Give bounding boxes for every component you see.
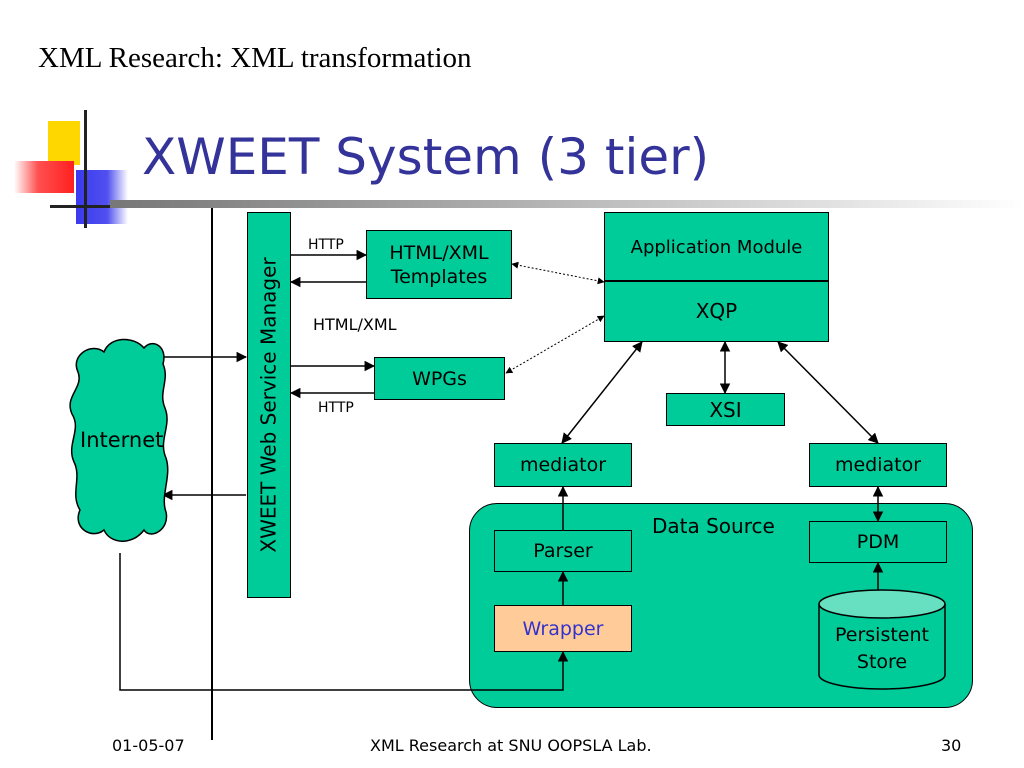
data-source-label: Data Source [652, 514, 775, 538]
footer-date: 01-05-07 [112, 736, 185, 755]
title-decoration-vertical-line [84, 110, 87, 228]
title-underline-rule [110, 200, 1024, 208]
arrow-internet-to-wrapper [119, 553, 569, 691]
mediator-right-label: mediator [834, 454, 922, 476]
parser-box: Parser [494, 530, 632, 572]
footer-page-number: 30 [941, 736, 962, 755]
persistent-store-label: Persistent Store [835, 624, 929, 673]
application-module-label: Application Module [630, 237, 803, 258]
html-xml-templates-box: HTML/XML Templates [366, 230, 512, 299]
mediator-right-box: mediator [809, 443, 947, 487]
wrapper-label: Wrapper [522, 617, 604, 640]
application-module-divider [605, 280, 828, 282]
arrow-xqp-mediator-left [561, 341, 643, 444]
http-label-top: HTTP [308, 237, 344, 253]
wpgs-box: WPGs [374, 357, 505, 400]
dotted-wpgs-app [505, 315, 605, 374]
internet-label: Internet [80, 428, 164, 452]
web-service-manager-label: XWEET Web Service Manager [257, 257, 282, 553]
persistent-store-top [818, 589, 946, 619]
arrow-xqp-mediator-right [777, 341, 879, 444]
title-decoration-red [14, 161, 74, 193]
wpgs-label: WPGs [412, 367, 467, 390]
slide-title: XWEET System (3 tier) [142, 128, 710, 186]
xqp-label: XQP [695, 299, 738, 323]
xsi-box: XSI [666, 393, 785, 426]
xsi-label: XSI [709, 397, 742, 422]
persistent-store-cylinder [818, 604, 946, 690]
footer-center: XML Research at SNU OOPSLA Lab. [370, 736, 652, 755]
wrapper-box: Wrapper [494, 605, 632, 652]
mediator-left-label: mediator [519, 454, 607, 476]
left-vertical-rule [211, 208, 213, 740]
application-module-box: Application Module XQP [604, 212, 829, 342]
html-xml-label: HTML/XML [313, 315, 397, 334]
pdm-label: PDM [856, 531, 900, 553]
http-label-bottom: HTTP [318, 400, 354, 416]
title-decoration-horizontal-line [50, 205, 110, 208]
pdm-box: PDM [809, 521, 947, 563]
dotted-templates-app [511, 261, 605, 285]
title-decoration-yellow [48, 121, 80, 165]
parser-label: Parser [533, 540, 593, 562]
internet-cloud-shape [69, 338, 169, 542]
mediator-left-box: mediator [494, 443, 632, 487]
slide-supertitle: XML Research: XML transformation [38, 42, 472, 74]
web-service-manager-box: XWEET Web Service Manager [247, 212, 291, 598]
html-xml-templates-label: HTML/XML Templates [389, 241, 489, 288]
